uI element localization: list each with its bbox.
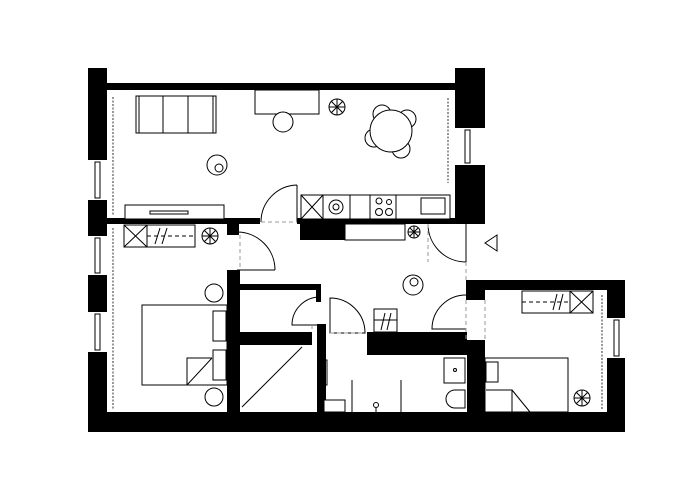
wall-top — [88, 83, 485, 90]
stove-icon — [375, 197, 393, 216]
dining-table — [364, 104, 417, 159]
storage-shelf — [241, 346, 303, 408]
window-left-2 — [94, 237, 101, 274]
wall-bedroom2-right-1 — [607, 280, 625, 318]
plant-icon — [328, 98, 346, 116]
laundry-basket — [323, 399, 346, 413]
door-living — [260, 184, 298, 223]
desk-chair — [272, 111, 294, 133]
living-room-furniture — [124, 89, 451, 241]
desk — [254, 89, 320, 115]
window-left-1 — [94, 161, 101, 199]
bathroom-sink — [443, 357, 466, 384]
toilet — [445, 389, 466, 409]
wall-top-right — [455, 68, 485, 128]
wall-storage-side — [317, 324, 326, 432]
wall-kitchen-divider — [297, 218, 485, 224]
plant-icon — [201, 227, 219, 245]
wardrobe — [521, 290, 594, 314]
entrance-arrow-icon — [484, 234, 498, 252]
wall-pillar — [227, 218, 239, 235]
wall-kitchen-block — [300, 222, 345, 240]
nightstand-lamp — [204, 387, 224, 407]
door-entrance — [427, 223, 467, 263]
wall-closet-side — [316, 284, 321, 302]
doors — [236, 184, 498, 340]
single-bed — [484, 357, 569, 413]
windows — [94, 129, 620, 357]
wall-right-upper — [455, 165, 485, 220]
wall-left-3 — [88, 275, 107, 312]
sink-icon — [420, 197, 446, 215]
door-bedroom2 — [431, 294, 467, 330]
sofa — [135, 95, 217, 134]
hallway-furniture — [373, 274, 424, 333]
person-icon — [206, 154, 228, 176]
person-icon — [402, 274, 424, 296]
wall-left-1 — [88, 68, 107, 160]
hall-shelf — [344, 223, 406, 241]
curtains — [112, 97, 603, 410]
tv-stand — [124, 204, 225, 220]
wall-storage-top — [240, 332, 312, 345]
window-bedroom2 — [613, 319, 620, 357]
nightstand-lamp — [204, 283, 224, 303]
washing-machine-icon — [328, 199, 344, 215]
walls — [88, 68, 625, 432]
plant-icon — [407, 225, 421, 239]
door-bathroom — [329, 297, 366, 334]
shower-enclosure — [351, 380, 402, 412]
towel-rail — [322, 359, 328, 386]
door-thresholds — [239, 221, 486, 340]
plant-icon — [573, 389, 591, 407]
wall-bedroom-right — [227, 270, 240, 432]
wall-bath-top — [367, 332, 467, 355]
wardrobe — [123, 224, 196, 248]
door-closet — [291, 296, 321, 326]
wall-closet-top — [240, 284, 320, 290]
wall-bedroom2-top — [466, 280, 625, 290]
bathroom-furniture — [322, 357, 466, 413]
bedroom-right-furniture — [484, 290, 594, 413]
shower-drain-icon — [373, 402, 379, 408]
coat-rack — [373, 308, 398, 333]
window-left-3 — [94, 313, 101, 351]
kitchen-counter — [300, 194, 451, 220]
storage-furniture — [241, 346, 303, 408]
wall-bath-right — [467, 340, 485, 432]
wall-left-2 — [88, 200, 107, 236]
bedroom-left-furniture — [123, 224, 228, 407]
wall-bottom — [88, 412, 625, 432]
window-right-living — [464, 129, 471, 164]
door-bedroom-left — [236, 231, 276, 271]
wall-living-bedroom — [107, 218, 260, 224]
double-bed — [141, 304, 228, 386]
